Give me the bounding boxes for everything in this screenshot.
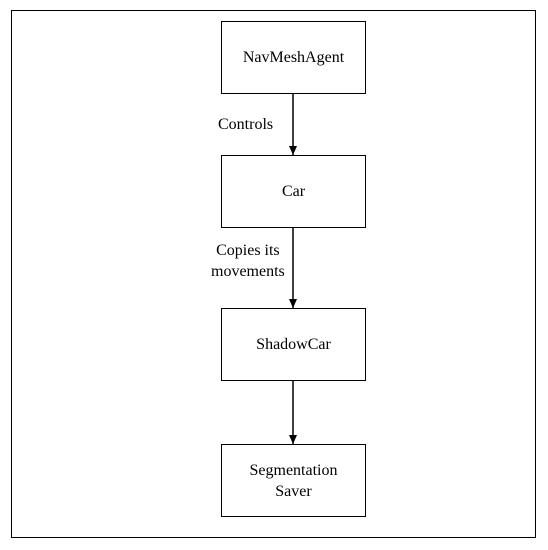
edge-label-controls: Controls <box>218 116 274 133</box>
node-segmentation-saver: Segmentation Saver <box>221 444 366 517</box>
node-shadowcar: ShadowCar <box>221 308 366 381</box>
diagram-frame <box>11 10 536 538</box>
node-navmeshagent: NavMeshAgent <box>221 21 366 94</box>
edge-label-copies-its-movements: Copies its movements <box>211 242 285 280</box>
node-car: Car <box>221 155 366 228</box>
